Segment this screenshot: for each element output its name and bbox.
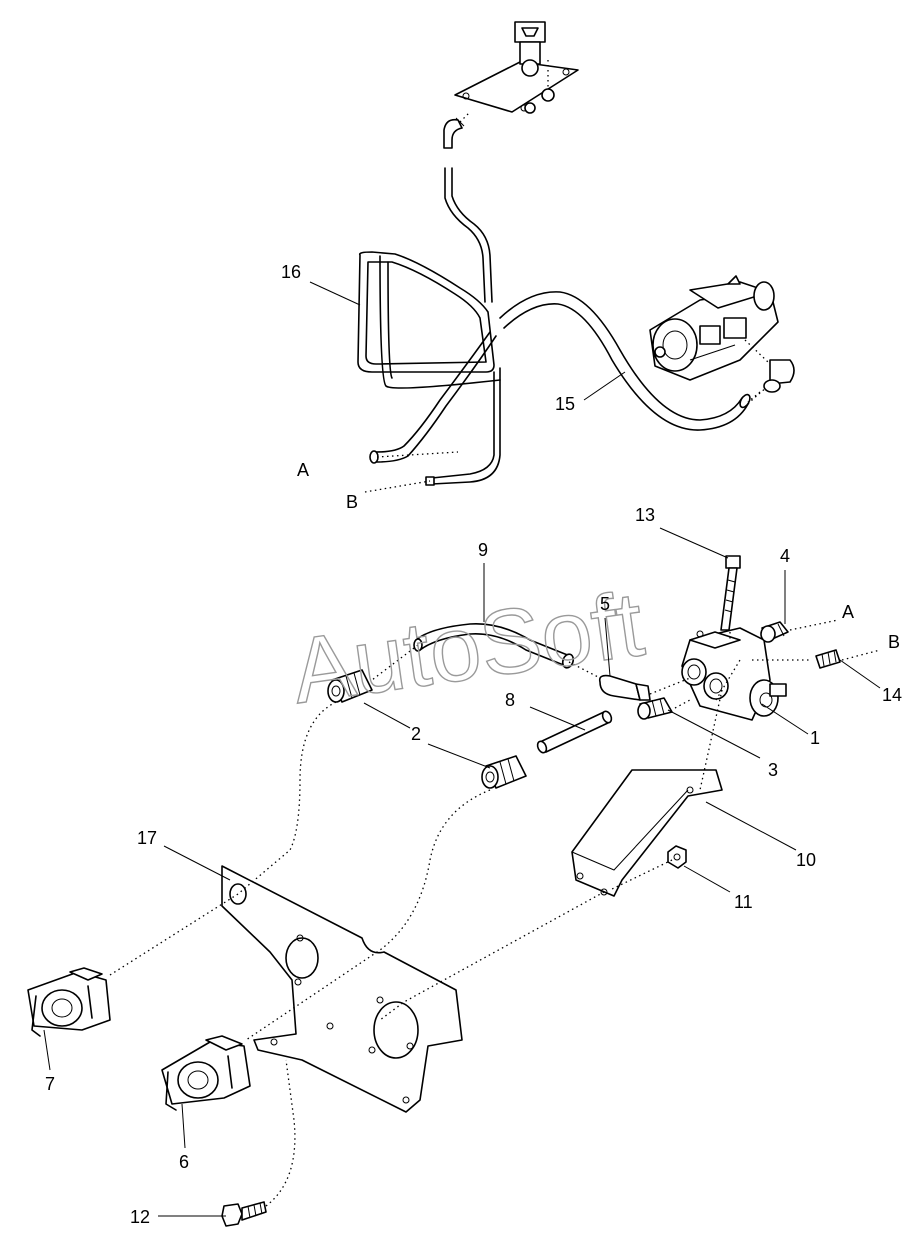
callout-15: 15 [555, 394, 575, 414]
callout-6: 6 [179, 1152, 189, 1172]
callout-3: 3 [768, 760, 778, 780]
callout-4: 4 [780, 546, 790, 566]
fitting-3 [637, 697, 673, 720]
brake-line-16 [357, 167, 501, 486]
callout-5: 5 [600, 594, 610, 614]
callout-ref-b-bottom: B [888, 632, 900, 652]
callout-14: 14 [882, 685, 902, 705]
callout-9: 9 [478, 540, 488, 560]
main-valve-1 [681, 627, 787, 721]
callout-10: 10 [796, 850, 816, 870]
bolt-13 [720, 555, 741, 631]
hose-9 [413, 623, 575, 669]
upper-right-valve [649, 275, 795, 403]
bulkhead-fitting-2-upper [327, 669, 373, 703]
callout-12: 12 [130, 1207, 150, 1227]
callout-7: 7 [45, 1074, 55, 1094]
top-elbow-fitting [443, 111, 471, 149]
callout-1: 1 [810, 728, 820, 748]
hose-5 [598, 674, 651, 701]
callout-labels: 16 15 A B 13 9 4 5 A B 14 8 2 1 3 17 10 … [45, 262, 902, 1227]
callout-ref-a-top: A [297, 460, 309, 480]
mounting-plate-17 [221, 865, 463, 1113]
watermark: AutoSoft [286, 573, 650, 723]
fitting-14 [815, 649, 841, 669]
nut-11 [667, 845, 687, 869]
callout-11: 11 [734, 892, 753, 912]
coupling-head-6 [161, 1035, 251, 1111]
callout-2: 2 [411, 724, 421, 744]
callout-8: 8 [505, 690, 515, 710]
callout-16: 16 [281, 262, 301, 282]
callout-ref-b-top: B [346, 492, 358, 512]
callout-13: 13 [635, 505, 655, 525]
coupling-head-7 [27, 967, 111, 1037]
hose-8 [536, 710, 613, 754]
fitting-4 [760, 621, 789, 643]
callout-17: 17 [137, 828, 157, 848]
bulkhead-fitting-2-lower [481, 755, 527, 789]
assembly-lines [109, 387, 881, 1207]
bolt-12 [221, 1201, 267, 1227]
top-valve-assembly [454, 21, 579, 114]
bracket-10 [571, 769, 723, 897]
callout-ref-a-bottom: A [842, 602, 854, 622]
leader-lines [43, 281, 881, 1217]
